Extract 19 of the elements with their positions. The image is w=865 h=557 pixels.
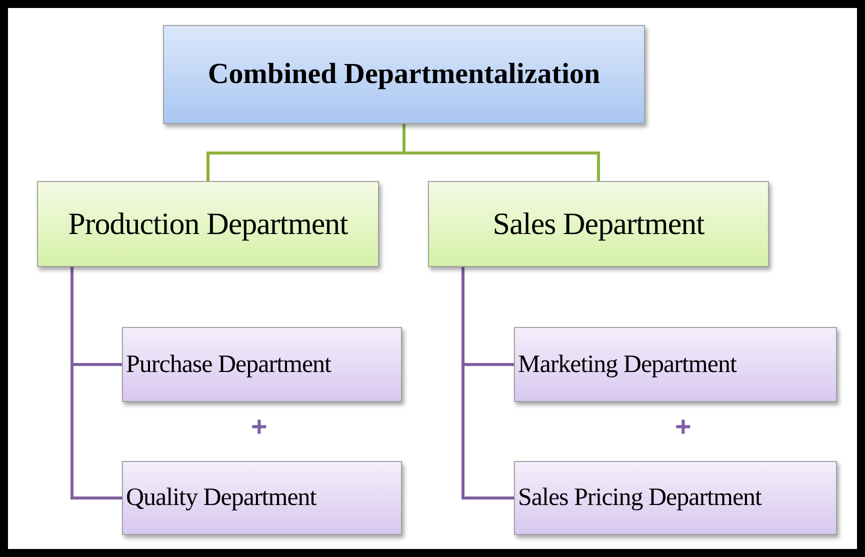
department-box — [428, 181, 769, 267]
connector-line — [402, 124, 600, 181]
sub-department-box — [514, 327, 837, 402]
sub-department-box — [514, 461, 837, 535]
connector-line — [70, 267, 122, 500]
node-label: Purchase Department — [126, 350, 332, 378]
node-label: Sales Pricing Department — [518, 484, 762, 512]
title-box — [163, 25, 645, 124]
node-label: Quality Department — [126, 484, 316, 512]
department-box — [37, 181, 379, 267]
node-label: Sales Department — [492, 206, 704, 242]
plus-sign: + — [251, 411, 268, 443]
node-label: Combined Departmentalization — [208, 58, 600, 91]
node-label: Production Department — [68, 206, 348, 242]
sub-department-box — [122, 461, 402, 535]
node-label: Marketing Department — [518, 350, 736, 378]
plus-sign: + — [675, 411, 692, 443]
sub-department-box — [122, 327, 402, 402]
connector-line — [462, 267, 514, 500]
